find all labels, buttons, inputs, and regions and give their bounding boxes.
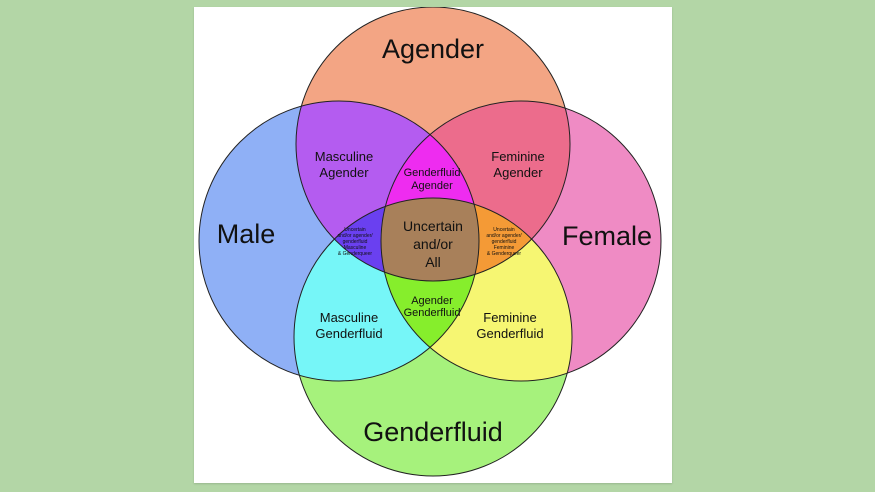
masculine-agender-line2: Agender xyxy=(319,165,369,180)
right-tiny-line5: & Genderqueer xyxy=(487,251,522,257)
venn-diagram: Agender Male Female Genderfluid Masculin… xyxy=(198,7,662,477)
center-line1: Uncertain xyxy=(403,218,463,234)
center-line3: All xyxy=(425,254,441,270)
male-label: Male xyxy=(217,219,276,249)
left-tiny-line2: and/or agender/ xyxy=(337,233,373,239)
right-tiny-line2: and/or agender/ xyxy=(486,233,522,239)
genderfluid-agender-line2: Agender xyxy=(411,180,453,192)
left-tiny-line1: Uncertain xyxy=(344,227,366,233)
feminine-genderfluid-line2: Genderfluid xyxy=(476,326,543,341)
left-tiny-line4: Masculine xyxy=(344,245,367,251)
feminine-agender-line2: Agender xyxy=(493,165,543,180)
agender-genderfluid-line2: Genderfluid xyxy=(404,307,461,319)
right-tiny-line1: Uncertain xyxy=(493,227,515,233)
masculine-genderfluid-line2: Genderfluid xyxy=(315,326,382,341)
masculine-genderfluid-line1: Masculine xyxy=(320,310,379,325)
center-line2: and/or xyxy=(413,236,453,252)
genderfluid-label: Genderfluid xyxy=(363,417,503,447)
masculine-agender-line1: Masculine xyxy=(315,149,374,164)
left-tiny-line5: & Genderqueer xyxy=(338,251,373,257)
agender-label: Agender xyxy=(382,34,484,64)
female-label: Female xyxy=(562,221,652,251)
agender-genderfluid-line1: Agender xyxy=(411,295,453,307)
circle-outlines xyxy=(198,7,662,477)
left-tiny-line3: genderfluid xyxy=(343,239,368,245)
right-tiny-line4: Feminine xyxy=(494,245,515,251)
genderfluid-agender-line1: Genderfluid xyxy=(404,167,461,179)
feminine-agender-line1: Feminine xyxy=(491,149,544,164)
center-region xyxy=(381,198,479,281)
diagram-card: Agender Male Female Genderfluid Masculin… xyxy=(194,7,672,483)
feminine-genderfluid-line1: Feminine xyxy=(483,310,536,325)
right-tiny-line3: genderfluid xyxy=(492,239,517,245)
